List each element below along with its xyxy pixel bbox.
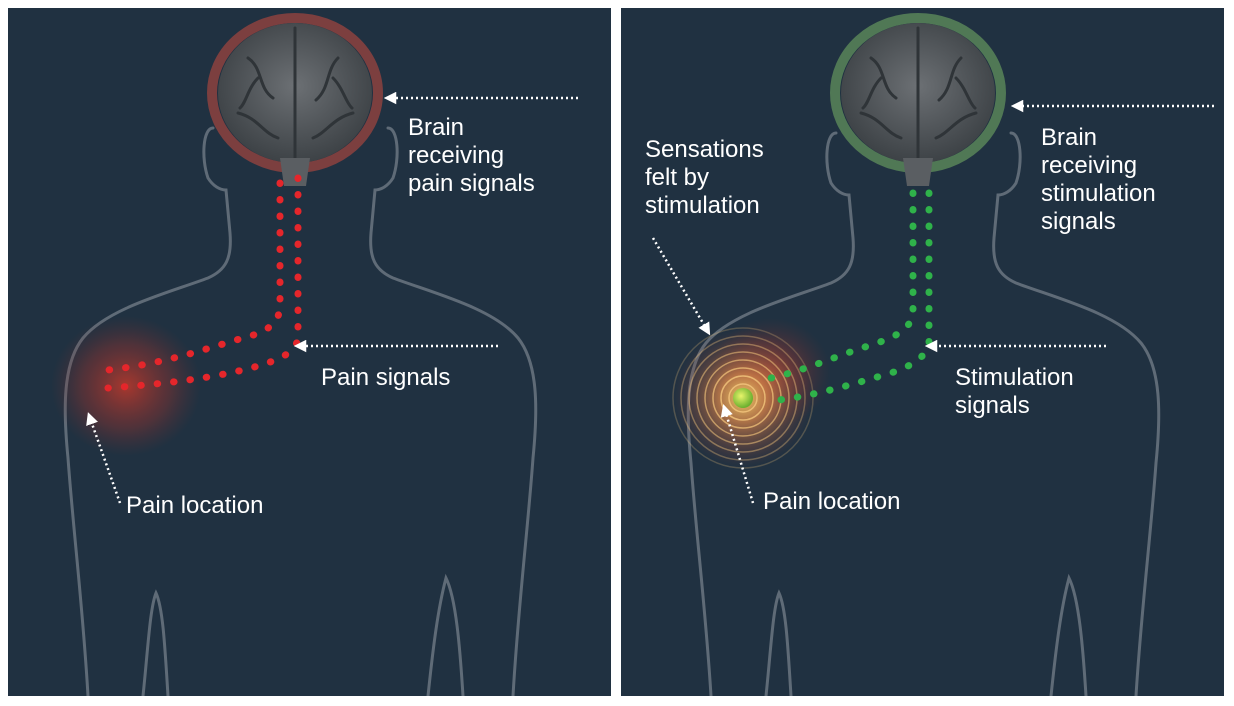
brain-icon bbox=[207, 13, 383, 186]
stimulation-signal-path-inner bbox=[767, 189, 917, 382]
body-outline-icon bbox=[63, 126, 538, 696]
pain-diagram-art bbox=[51, 13, 578, 696]
sensations-label-line: felt by bbox=[645, 164, 710, 191]
pain-location-label: Pain location bbox=[126, 492, 264, 519]
brain-label-line: receiving bbox=[1041, 152, 1138, 179]
pain-diagram-panel: Brain receiving pain signals Pain signal… bbox=[8, 8, 611, 696]
brain-label: Brain receiving pain signals bbox=[408, 114, 535, 198]
stimulation-diagram-art bbox=[651, 13, 1214, 696]
arrow-down-icon bbox=[651, 237, 711, 336]
sensations-label-line: stimulation bbox=[645, 192, 760, 219]
brain-icon bbox=[830, 13, 1006, 186]
arrow-up-icon bbox=[720, 404, 755, 504]
body-outline-icon bbox=[686, 131, 1161, 696]
stimulator-dot bbox=[733, 388, 753, 408]
pain-location-label: Pain location bbox=[763, 488, 901, 515]
stimulation-signal-path-outer bbox=[767, 189, 933, 405]
stimulation-signals-label: Stimulation signals bbox=[955, 364, 1074, 420]
brain-label-line: pain signals bbox=[408, 170, 535, 197]
brain-label-line: signals bbox=[1041, 208, 1116, 235]
brain-label-line: Brain bbox=[408, 114, 465, 141]
brain-label-line: receiving bbox=[408, 142, 505, 169]
brain-label-line: Brain bbox=[1041, 124, 1098, 151]
brain-label-line: stimulation bbox=[1041, 180, 1156, 207]
stimulation-rings bbox=[672, 327, 814, 469]
arrow-up-icon bbox=[86, 412, 122, 504]
sensations-label: Sensations felt by stimulation bbox=[645, 136, 764, 220]
pain-signal-path-outer bbox=[104, 174, 302, 392]
stimulation-signals-label-line: signals bbox=[955, 392, 1030, 419]
pain-signals-label: Pain signals bbox=[321, 364, 451, 391]
sensations-label-line: Sensations bbox=[645, 136, 764, 163]
brain-label: Brain receiving stimulation signals bbox=[1041, 124, 1156, 236]
pain-signal-path-inner bbox=[104, 179, 284, 374]
stimulation-signals-label-line: Stimulation bbox=[955, 364, 1074, 391]
stimulation-diagram-panel: Brain receiving stimulation signals Sens… bbox=[621, 8, 1224, 696]
